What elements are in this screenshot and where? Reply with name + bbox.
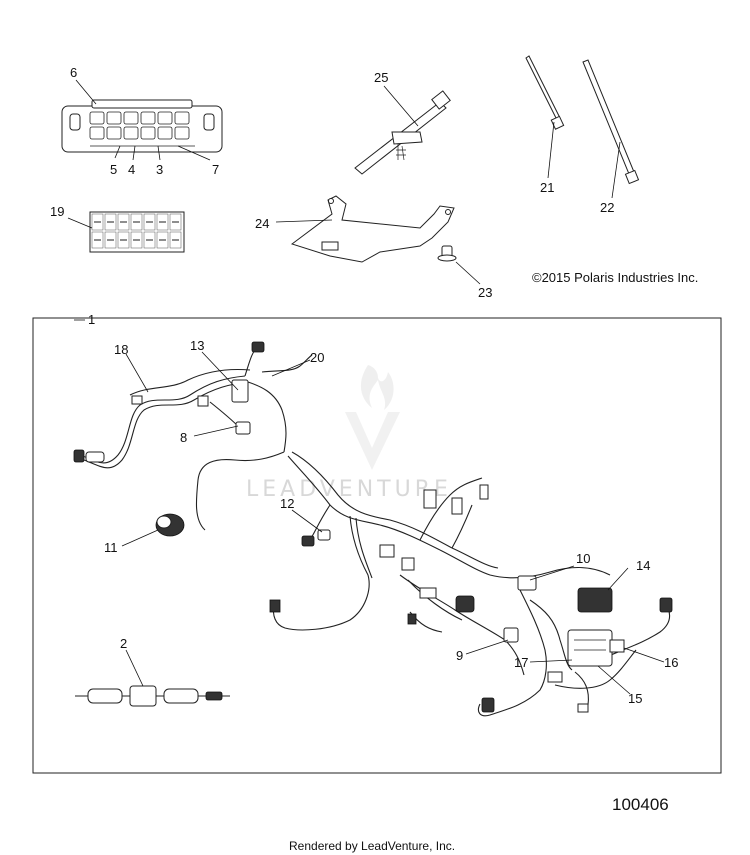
callout-10: 10 — [576, 551, 590, 566]
connector-pin-cell — [174, 126, 190, 140]
bracket-24 — [290, 195, 455, 263]
connector-pin-cell — [89, 126, 105, 140]
callout-9: 9 — [456, 648, 463, 663]
harness-connectors — [73, 341, 673, 713]
callout-2: 2 — [120, 636, 127, 651]
callout-15: 15 — [628, 691, 642, 706]
push-rivet-23 — [437, 245, 457, 262]
connector-pin-cell — [89, 111, 105, 125]
callout-3: 3 — [156, 162, 163, 177]
callout-23: 23 — [478, 285, 492, 300]
callout-6: 6 — [70, 65, 77, 80]
callout-18: 18 — [114, 342, 128, 357]
callout-16: 16 — [664, 655, 678, 670]
callout-13: 13 — [190, 338, 204, 353]
harness-frame — [32, 317, 722, 774]
callout-14: 14 — [636, 558, 650, 573]
cable-tie-21 — [525, 55, 565, 130]
connector-pin-cell — [140, 111, 156, 125]
callout-11: 11 — [104, 540, 118, 555]
connector-pin-cell — [157, 126, 173, 140]
callout-24: 24 — [255, 216, 269, 231]
connector-pin-cell — [157, 111, 173, 125]
connector-pin-cell — [106, 111, 122, 125]
connector-pin-cell — [140, 126, 156, 140]
footer-credit: Rendered by LeadVenture, Inc. — [289, 839, 455, 853]
cable-tie-22 — [582, 59, 640, 185]
connector-body-6 — [61, 99, 223, 153]
cable-tie-mount-25 — [354, 90, 451, 175]
callout-22: 22 — [600, 200, 614, 215]
callout-20: 20 — [310, 350, 324, 365]
callout-12: 12 — [280, 496, 294, 511]
connector-pin-cell — [106, 126, 122, 140]
callout-8: 8 — [180, 430, 187, 445]
connector-pin-cell — [123, 126, 139, 140]
connector-pin-cell — [174, 111, 190, 125]
callout-4: 4 — [128, 162, 135, 177]
callout-21: 21 — [540, 180, 554, 195]
leader-lines — [67, 79, 665, 695]
copyright-text: ©2015 Polaris Industries Inc. — [532, 270, 698, 285]
callout-25: 25 — [374, 70, 388, 85]
callout-labels: 6 5 4 3 7 19 25 21 22 24 23 1 18 13 20 8… — [50, 65, 678, 706]
callout-19: 19 — [50, 204, 64, 219]
callout-7: 7 — [212, 162, 219, 177]
callout-5: 5 — [110, 162, 117, 177]
callout-17: 17 — [514, 655, 528, 670]
watermark-text: LEADVENTURE — [246, 477, 452, 502]
diagram-number: 100406 — [612, 795, 669, 814]
inline-fuse-holder-2 — [75, 685, 230, 707]
watermark-logo — [345, 365, 400, 470]
connector-pin-cell — [123, 111, 139, 125]
callout-1: 1 — [88, 312, 95, 327]
fuse-label-19 — [89, 211, 185, 253]
